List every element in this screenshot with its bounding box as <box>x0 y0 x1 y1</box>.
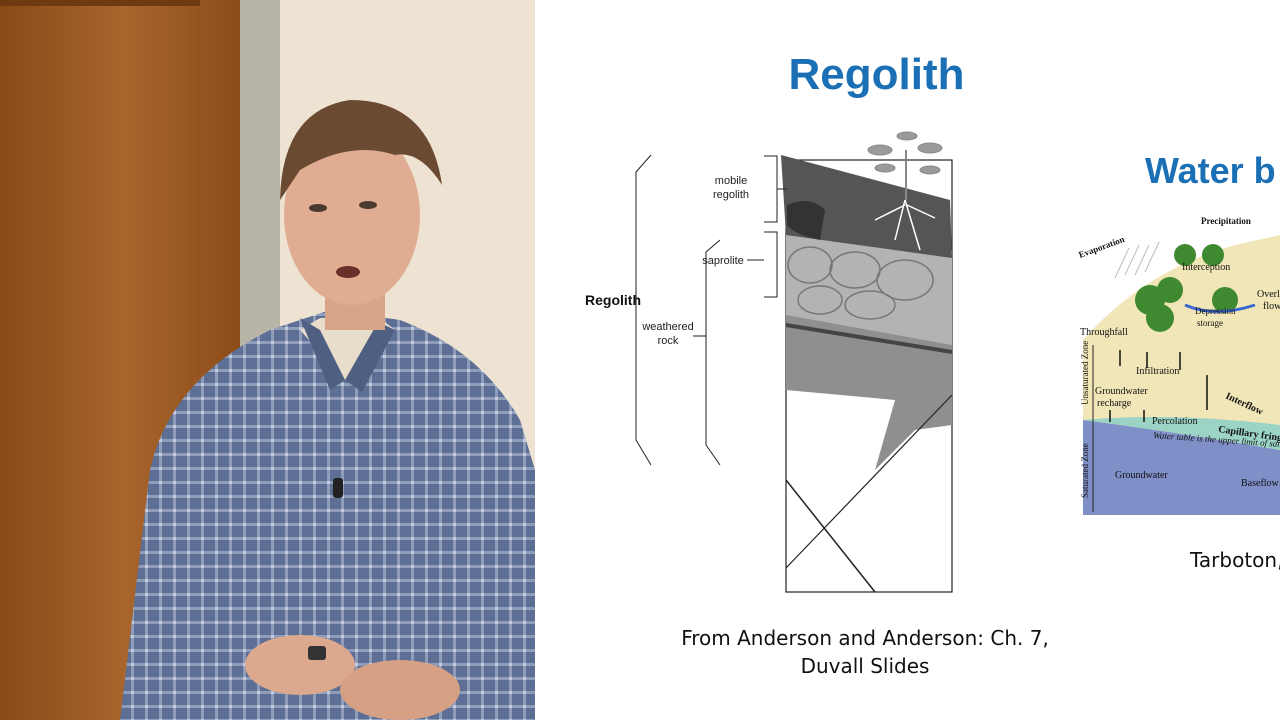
wb-overland-1: Overl <box>1257 289 1280 300</box>
wb-gw-recharge-2: recharge <box>1097 398 1132 409</box>
wb-percolation: Percolation <box>1152 416 1198 427</box>
presenter-video <box>0 0 535 720</box>
wb-baseflow: Baseflow <box>1241 478 1280 489</box>
wb-depression-2: storage <box>1197 318 1223 328</box>
label-regolith: Regolith <box>585 292 641 308</box>
slide-caption: From Anderson and Anderson: Ch. 7, Duval… <box>675 624 1055 680</box>
caption-line-1: From Anderson and Anderson: Ch. 7, <box>681 626 1049 650</box>
label-weathered-1: weathered <box>641 321 693 333</box>
label-mobile-2: regolith <box>713 189 749 201</box>
presenter-photo <box>0 0 535 720</box>
wb-groundwater: Groundwater <box>1115 470 1168 481</box>
slide: Regolith Water b <box>535 0 1280 720</box>
wb-saturated: Saturated Zone <box>1080 443 1090 498</box>
label-weathered-2: rock <box>658 335 679 347</box>
caption-line-2: Duvall Slides <box>800 654 930 678</box>
wb-unsaturated: Unsaturated Zone <box>1080 341 1090 405</box>
wb-precipitation: Precipitation <box>1201 216 1251 226</box>
label-saprolite: saprolite <box>702 255 744 267</box>
regolith-diagram: mobile regolith saprolite Regolith weath… <box>585 131 1280 593</box>
wb-gw-recharge-1: Groundwater <box>1095 386 1148 397</box>
slide-caption-secondary: Tarboton, <box>1190 548 1280 572</box>
wb-throughfall: Throughfall <box>1080 327 1128 338</box>
slide-title: Regolith <box>788 50 965 99</box>
label-mobile-1: mobile <box>715 175 747 187</box>
wb-interception: Interception <box>1182 262 1230 273</box>
wb-depression-1: Depression <box>1195 306 1236 316</box>
wb-infiltration: Infiltration <box>1136 366 1179 377</box>
water-balance-diagram: Precipitation Evaporation Interception O… <box>1077 216 1280 515</box>
wb-evaporation: Evaporation <box>1077 234 1126 260</box>
wb-overland-2: flow <box>1263 301 1280 312</box>
slide-title-secondary: Water b <box>1145 150 1276 191</box>
